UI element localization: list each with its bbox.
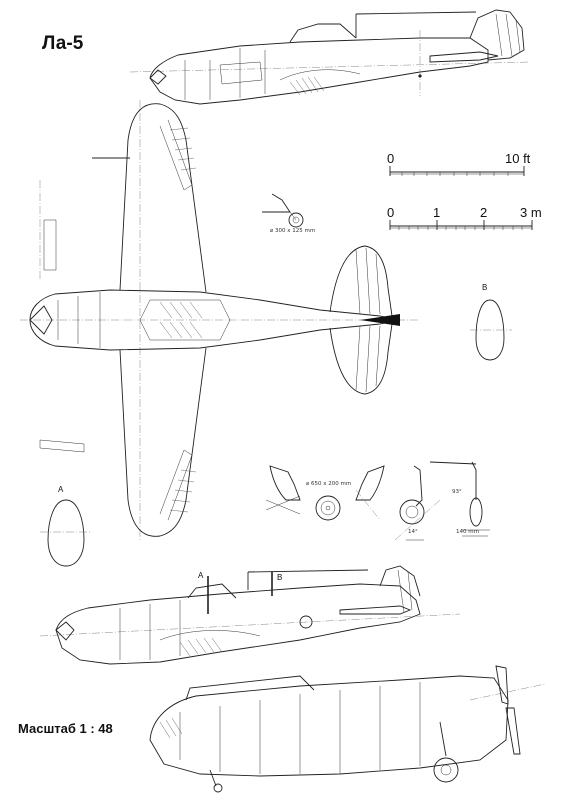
- scale-m-tick-3: 3 m: [520, 205, 542, 220]
- section-b-label: B: [482, 283, 488, 292]
- cross-sections: [40, 299, 512, 567]
- gear-track: 140 mm: [456, 529, 479, 535]
- side-view-top: [129, 9, 531, 105]
- scale-ft-end: 10 ft: [505, 151, 531, 166]
- gear-angle-2: 93°: [452, 489, 462, 495]
- ground-view: [149, 665, 546, 793]
- scale-bars: [389, 166, 533, 230]
- side-view-lower: [39, 565, 461, 665]
- tail-wheel-detail: [262, 193, 304, 228]
- plan-view: [20, 100, 420, 540]
- aircraft-title: Ла-5: [42, 33, 84, 54]
- scale-m-tick-0: 0: [387, 205, 395, 220]
- scale-m-tick-2: 2: [480, 205, 488, 220]
- main-gear-details: [265, 461, 490, 541]
- section-a-label: A: [58, 485, 64, 494]
- drawing-scale: Масштаб 1 : 48: [18, 721, 113, 736]
- cut-a-label: A: [198, 571, 204, 580]
- tail-wheel-size: ⌀ 300 x 125 mm: [270, 228, 316, 234]
- scale-m-tick-1: 1: [433, 205, 441, 220]
- main-wheel-size: ⌀ 650 x 200 mm: [306, 481, 352, 487]
- cut-b-label: B: [277, 573, 283, 582]
- scale-ft-start: 0: [387, 151, 395, 166]
- gear-angle: 14°: [408, 529, 418, 535]
